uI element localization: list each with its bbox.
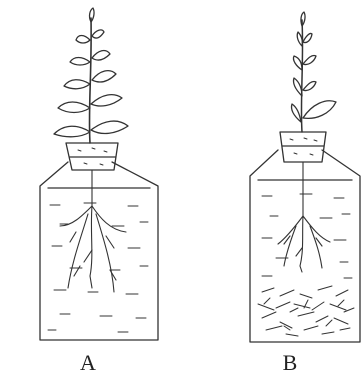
bottle-b xyxy=(250,150,360,342)
apparatus-b xyxy=(250,12,360,342)
bottle-a xyxy=(40,162,158,340)
apparatus-a xyxy=(40,8,158,340)
leaves-b xyxy=(291,12,336,122)
label-a: A xyxy=(68,350,108,376)
stem-a xyxy=(89,18,91,143)
sediment-b xyxy=(258,286,354,336)
water-b xyxy=(262,194,352,278)
label-b: B xyxy=(270,350,310,376)
cork-a xyxy=(66,143,118,170)
roots-b xyxy=(278,162,330,272)
cork-b xyxy=(280,132,326,162)
